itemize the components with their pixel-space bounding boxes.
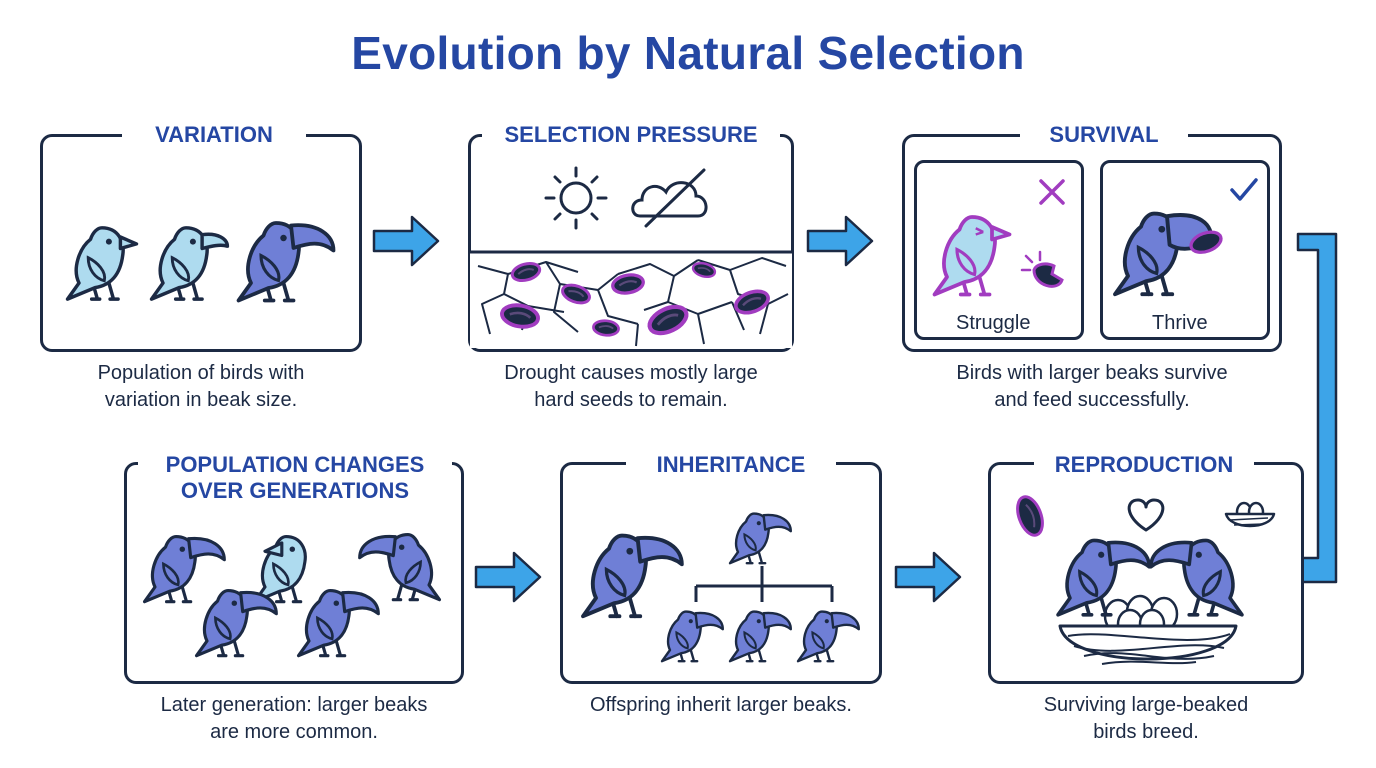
offspring-bird bbox=[730, 612, 791, 662]
caption-line: variation in beak size. bbox=[104, 389, 298, 411]
survival-illustration bbox=[932, 178, 1258, 297]
small-beak-bird bbox=[252, 535, 307, 604]
large-beak-bird bbox=[145, 537, 225, 602]
thriving-bird bbox=[1113, 211, 1223, 297]
sun-icon bbox=[544, 166, 608, 230]
nest-with-eggs bbox=[1058, 594, 1238, 665]
selection-illustration bbox=[470, 166, 792, 348]
population-illustration bbox=[124, 462, 464, 684]
variation-caption: Population of birds with variation in be… bbox=[40, 360, 362, 414]
nest-icon bbox=[1224, 501, 1276, 528]
medium-beak-bird bbox=[149, 226, 230, 301]
inheritance-title: INHERITANCE bbox=[626, 452, 836, 478]
seed-icon bbox=[1016, 495, 1044, 537]
reproduction-title: REPRODUCTION bbox=[1034, 452, 1254, 478]
offspring-bird bbox=[662, 612, 723, 662]
caption-line: Birds with larger beaks survive bbox=[956, 362, 1228, 384]
caption-line: Drought causes mostly large bbox=[504, 362, 758, 384]
arrow-icon bbox=[894, 551, 962, 603]
parent-bird-small bbox=[730, 514, 791, 564]
seed-icon bbox=[1020, 250, 1064, 288]
large-beak-bird bbox=[299, 591, 379, 656]
arrow-icon bbox=[372, 215, 440, 267]
struggling-bird bbox=[932, 215, 1012, 297]
caption-line: Population of birds with bbox=[97, 362, 305, 384]
inheritance-illustration bbox=[560, 462, 882, 684]
reproduction-caption: Surviving large-beaked birds breed. bbox=[988, 692, 1304, 746]
reproduction-illustration bbox=[1016, 495, 1276, 665]
caption-line: Later generation: larger beaks bbox=[160, 694, 428, 716]
large-beak-bird bbox=[360, 535, 440, 600]
page-title: Evolution by Natural Selection bbox=[351, 27, 1025, 79]
population-title: POPULATION CHANGES OVER GENERATIONS bbox=[138, 452, 452, 504]
caption-line: birds breed. bbox=[1093, 721, 1199, 743]
heart-icon bbox=[1127, 498, 1165, 532]
caption-line: Surviving large-beaked bbox=[1043, 694, 1249, 716]
seed-icon bbox=[591, 318, 621, 338]
title-line: POPULATION CHANGES bbox=[165, 452, 425, 477]
selection-title: SELECTION PRESSURE bbox=[482, 122, 780, 148]
caption-line: and feed successfully. bbox=[994, 389, 1190, 411]
variation-title: VARIATION bbox=[122, 122, 306, 148]
thrive-label: Thrive bbox=[1146, 312, 1214, 334]
x-mark-icon bbox=[1039, 179, 1065, 205]
check-mark-icon bbox=[1230, 178, 1258, 201]
arrow-icon bbox=[474, 551, 542, 603]
title-line: OVER GENERATIONS bbox=[180, 478, 410, 503]
small-beak-bird bbox=[65, 226, 139, 301]
caption-line: are more common. bbox=[210, 721, 378, 743]
offspring-bird bbox=[798, 612, 859, 662]
survival-caption: Birds with larger beaks survive and feed… bbox=[902, 360, 1282, 414]
variation-birds-illustration bbox=[65, 134, 362, 301]
survival-title: SURVIVAL bbox=[1020, 122, 1188, 148]
parent-bird-large bbox=[583, 536, 682, 617]
caption-line: hard seeds to remain. bbox=[534, 389, 728, 411]
large-beak-bird bbox=[197, 591, 277, 656]
cloud-crossed-icon bbox=[631, 168, 708, 228]
large-beak-bird bbox=[239, 223, 334, 301]
caption-line: Offspring inherit larger beaks. bbox=[590, 694, 852, 716]
family-tree-lines bbox=[694, 566, 834, 602]
selection-caption: Drought causes mostly large hard seeds t… bbox=[468, 360, 794, 414]
arrow-icon bbox=[806, 215, 874, 267]
inheritance-caption: Offspring inherit larger beaks. bbox=[560, 692, 882, 719]
population-caption: Later generation: larger beaks are more … bbox=[124, 692, 464, 746]
struggle-label: Struggle bbox=[950, 312, 1037, 334]
